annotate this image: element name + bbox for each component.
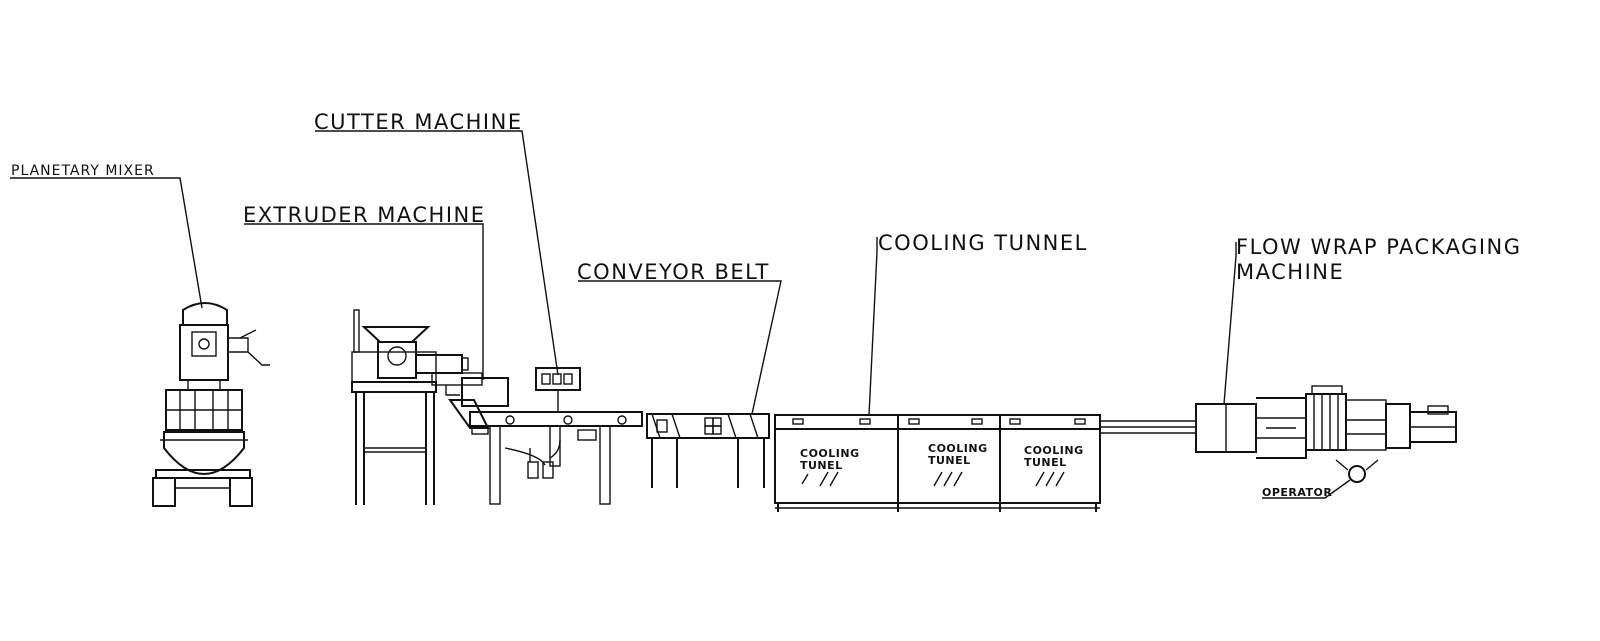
tunnel-panel-1-line1: COOLING xyxy=(800,447,860,460)
flow-wrap-packaging-machine xyxy=(1100,242,1457,459)
tunnel-panel-2-line1: COOLING xyxy=(928,442,988,455)
extruder-machine-label: EXTRUDER MACHINE xyxy=(243,203,486,227)
tunnel-panel-2-line2: TUNEL xyxy=(928,454,971,467)
cooling-tunnel-label: COOLING TUNNEL xyxy=(878,231,1088,255)
conveyor-belt-label: CONVEYOR BELT xyxy=(577,260,770,284)
conveyor-belt xyxy=(578,280,782,488)
planetary-mixer xyxy=(10,177,270,507)
tunnel-panel-3-line1: COOLING xyxy=(1024,444,1084,457)
flow-wrap-label-line2: MACHINE xyxy=(1236,260,1344,284)
tunnel-panel-3-line2: TUNEL xyxy=(1024,456,1067,469)
cutter-machine xyxy=(315,130,643,505)
flow-wrap-label-line1: FLOW WRAP PACKAGING xyxy=(1236,235,1522,259)
operator-label: OPERATOR xyxy=(1262,486,1332,499)
cutter-machine-label: CUTTER MACHINE xyxy=(314,110,523,134)
cooling-tunnel xyxy=(774,237,1101,512)
extruder-machine xyxy=(244,223,484,505)
planetary-mixer-label: PLANETARY MIXER xyxy=(11,163,155,179)
tunnel-panel-1-line2: TUNEL xyxy=(800,459,843,472)
operator xyxy=(1262,459,1379,499)
